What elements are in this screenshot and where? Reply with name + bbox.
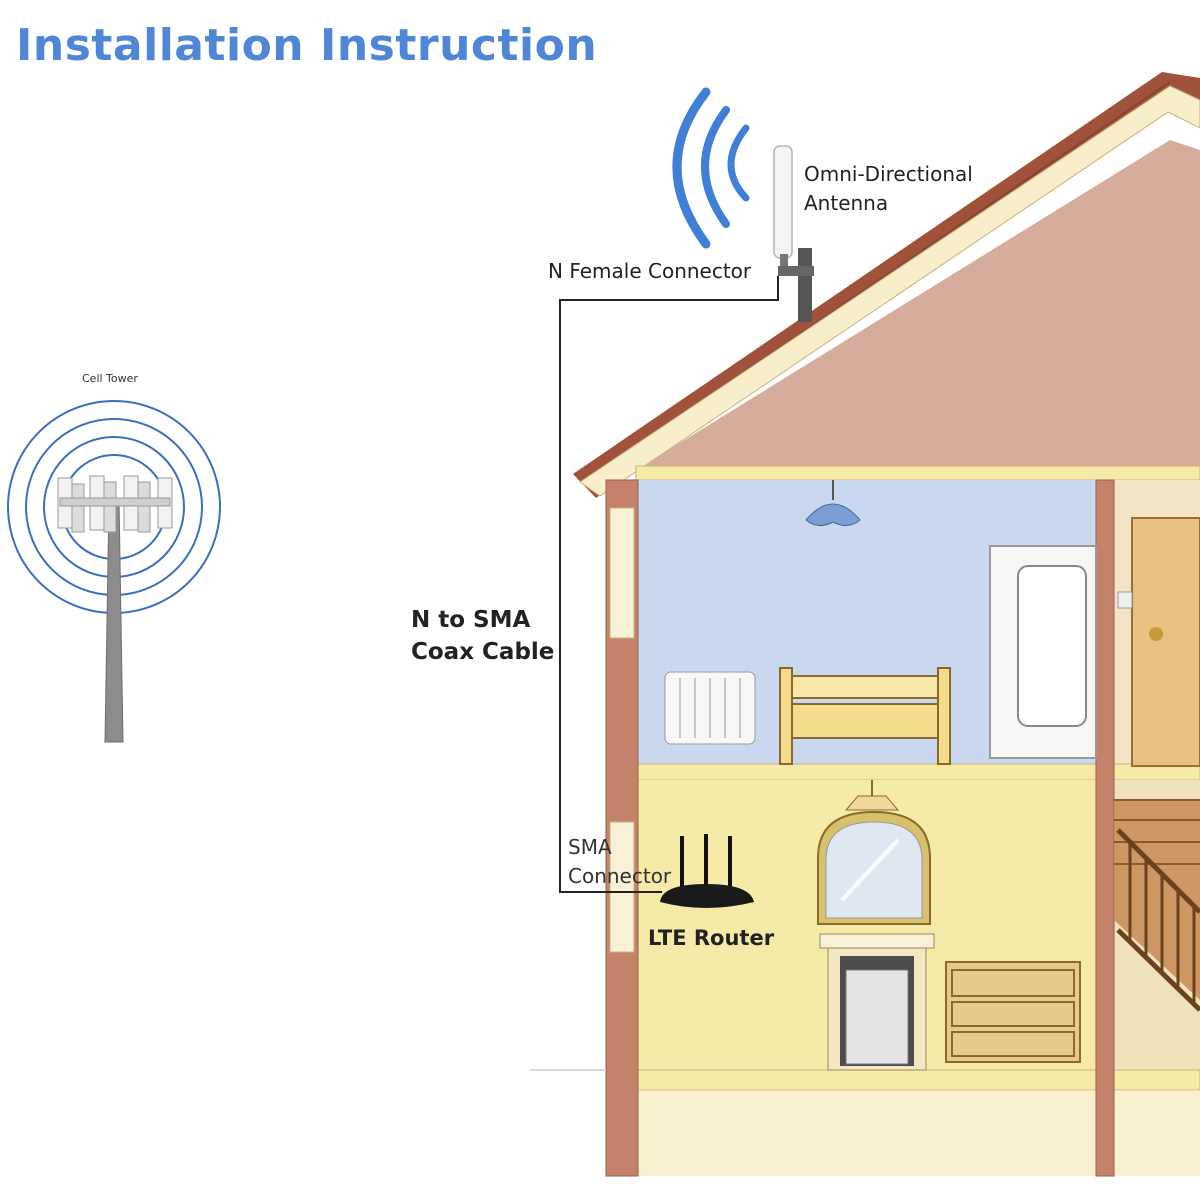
coax-cable-label: N to SMA Coax Cable	[411, 604, 554, 668]
upper-floor-slab	[636, 764, 1200, 780]
cell-tower	[8, 401, 220, 742]
antenna-whip	[774, 146, 792, 258]
antenna-label-line1: Omni-Directional	[804, 160, 973, 189]
page-title: Installation Instruction	[16, 20, 597, 71]
radiator	[665, 672, 755, 744]
sma-connector-label-line1: SMA	[568, 833, 671, 862]
antenna-label: Omni-Directional Antenna	[804, 160, 973, 218]
n-female-connector-label: N Female Connector	[548, 259, 751, 283]
antenna-label-line2: Antenna	[804, 189, 973, 218]
tower-mast	[105, 500, 123, 742]
wardrobe	[990, 546, 1096, 758]
middle-brick-pillar	[1096, 480, 1114, 1176]
house	[530, 72, 1200, 1176]
sma-connector-label-line2: Connector	[568, 862, 671, 891]
dresser	[946, 962, 1080, 1062]
arched-mirror	[818, 812, 930, 924]
sma-connector-label: SMA Connector	[568, 833, 671, 891]
antenna-signal-waves	[677, 92, 746, 244]
cell-tower-label: Cell Tower	[82, 372, 138, 385]
left-pillar-trim	[610, 508, 634, 638]
coax-cable-label-line1: N to SMA	[411, 604, 554, 636]
omni-antenna	[677, 92, 814, 322]
fireplace	[820, 934, 934, 1070]
coax-cable-label-line2: Coax Cable	[411, 636, 554, 668]
tower-panel-antennas	[58, 476, 172, 532]
mast-pipe	[798, 248, 812, 322]
attic-floor-beam	[636, 466, 1200, 480]
mast-bracket	[778, 266, 814, 276]
lte-router-label: LTE Router	[648, 926, 774, 950]
